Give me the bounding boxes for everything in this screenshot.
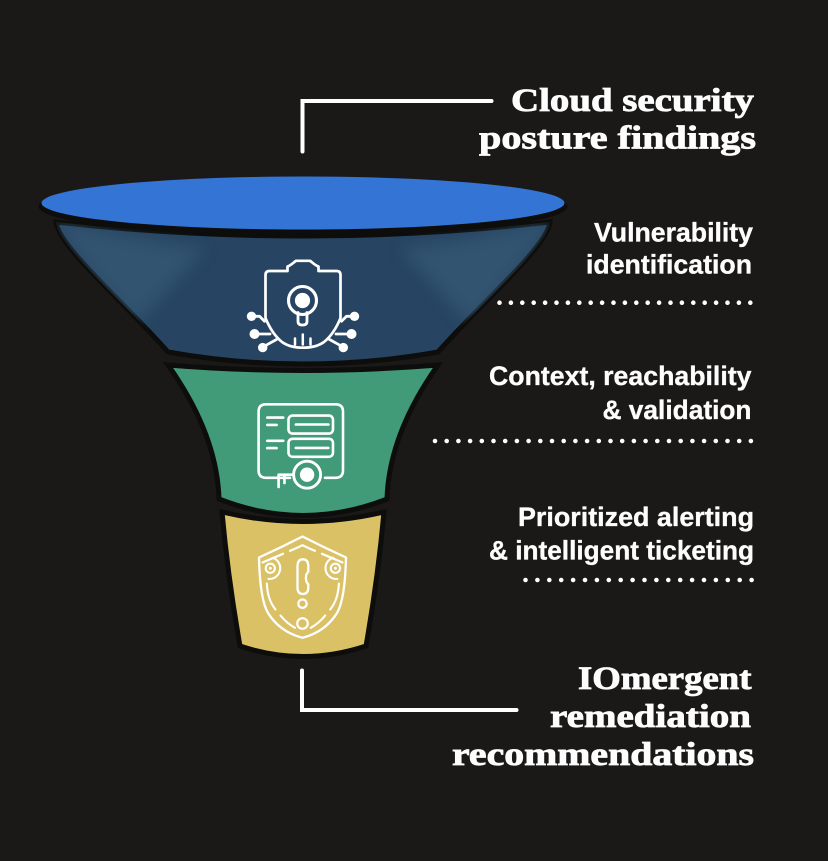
svg-text:Prioritized alerting: Prioritized alerting — [518, 502, 754, 532]
svg-text:remediation: remediation — [550, 699, 751, 735]
svg-text:Cloud security: Cloud security — [511, 83, 755, 119]
svg-text:IOmergent: IOmergent — [578, 661, 752, 697]
svg-text:recommendations: recommendations — [452, 737, 754, 773]
svg-text:& validation: & validation — [603, 395, 752, 425]
svg-text:identification: identification — [586, 250, 752, 280]
svg-text:& intelligent ticketing: & intelligent ticketing — [489, 536, 754, 566]
svg-text:Context, reachability: Context, reachability — [489, 361, 752, 391]
svg-text:posture findings: posture findings — [479, 121, 756, 157]
svg-text:Vulnerability: Vulnerability — [594, 218, 753, 248]
